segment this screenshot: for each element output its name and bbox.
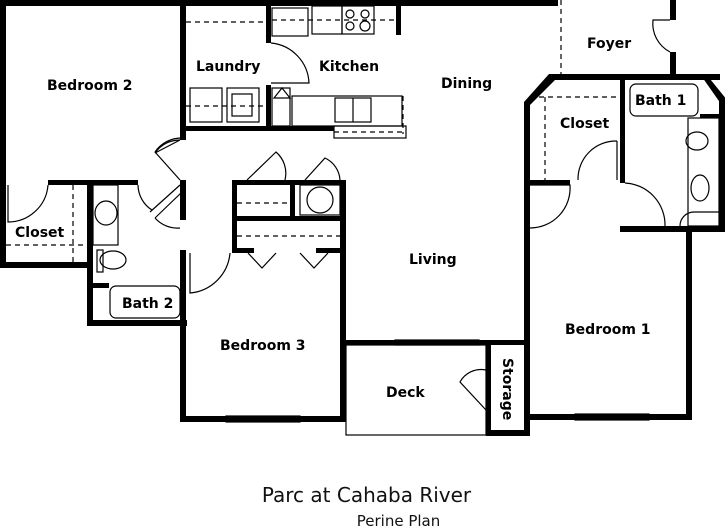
room-label-bedroom1: Bedroom 1 (565, 322, 651, 338)
room-label-master-closet: Closet (560, 116, 610, 132)
room-labels: Bedroom 2 Laundry Kitchen Dining Foyer C… (15, 36, 686, 420)
room-label-bedroom2-closet: Closet (15, 225, 65, 241)
room-label-storage: Storage (499, 358, 515, 420)
room-label-deck: Deck (386, 385, 425, 401)
fixtures (0, 0, 720, 436)
room-label-bath1: Bath 1 (635, 93, 686, 109)
room-label-dining: Dining (441, 76, 492, 92)
room-label-bedroom2: Bedroom 2 (47, 78, 133, 94)
room-label-living: Living (409, 252, 457, 268)
room-label-bath2: Bath 2 (122, 296, 173, 312)
room-label-kitchen: Kitchen (319, 59, 379, 75)
floor-plan: Bedroom 2 Laundry Kitchen Dining Foyer C… (0, 0, 725, 436)
room-label-bedroom3: Bedroom 3 (220, 338, 306, 354)
plan-title: Parc at Cahaba River (261, 483, 472, 507)
room-label-foyer: Foyer (587, 36, 631, 52)
room-label-laundry: Laundry (196, 59, 260, 75)
plan-subtitle: Perine Plan (356, 512, 441, 530)
